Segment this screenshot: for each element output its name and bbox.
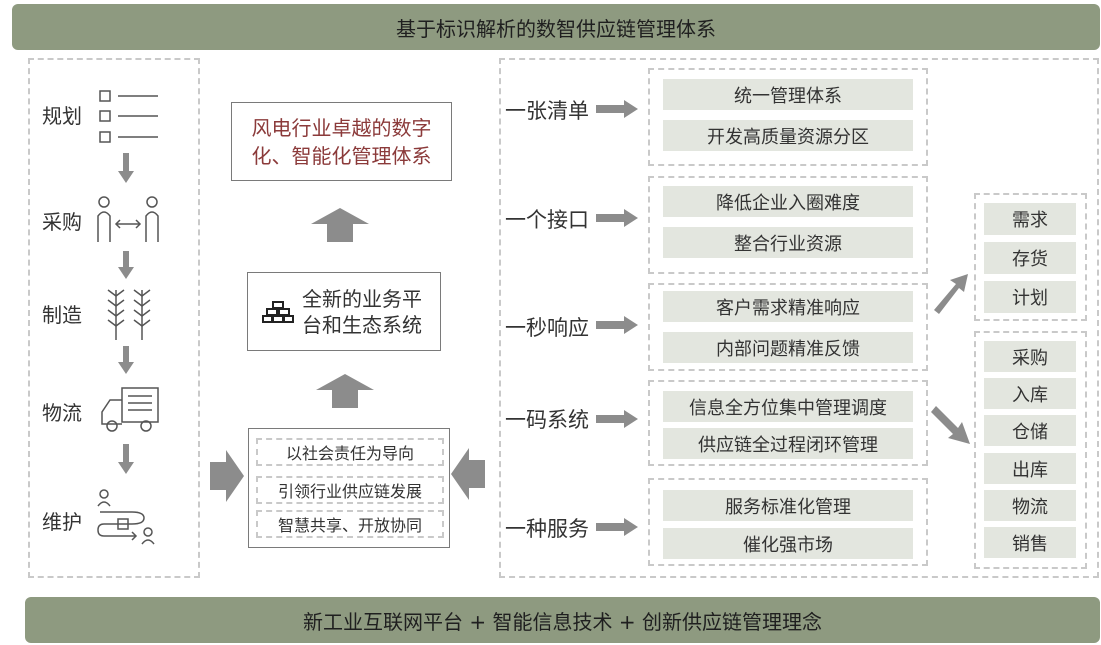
operations-item: 采购 [984, 341, 1076, 372]
goal-box: 风电行业卓越的数字化、智能化管理体系 [231, 102, 452, 181]
process-panel [28, 58, 200, 578]
operations-group [974, 331, 1087, 569]
row-group [648, 68, 928, 166]
row-group [648, 478, 928, 566]
row-item: 统一管理体系 [663, 79, 913, 110]
footer-banner: 新工业互联网平台 + 智能信息技术 + 创新供应链管理理念 [25, 597, 1100, 643]
operations-item: 物流 [984, 490, 1076, 521]
row-item: 服务标准化管理 [663, 490, 913, 521]
wheat-icon [107, 289, 151, 340]
step-label-maintenance: 维护 [42, 510, 82, 534]
principle-item: 引领行业供应链发展 [256, 476, 444, 504]
platform-text: 全新的业务平台和生态系统 [302, 286, 422, 337]
planning-item: 计划 [984, 281, 1076, 313]
workflow-icon [97, 489, 155, 545]
row-label: 一码系统 [505, 408, 589, 432]
principle-item: 以社会责任为导向 [256, 438, 444, 466]
operations-item: 出库 [984, 453, 1076, 484]
stacked-blocks-icon [262, 300, 294, 323]
header-title: 基于标识解析的数智供应链管理体系 [396, 16, 716, 41]
step-label-manufacture: 制造 [42, 303, 82, 327]
row-group [648, 380, 928, 466]
diagonal-down-arrow-icon [931, 406, 970, 444]
row-label: 一种服务 [505, 517, 589, 541]
planning-item: 存货 [984, 242, 1076, 274]
row-item: 催化强市场 [663, 528, 913, 559]
step-label-logistics: 物流 [42, 401, 82, 425]
step-label-purchase: 采购 [42, 210, 82, 234]
right-arrow-icon [596, 100, 638, 118]
people-exchange-icon [97, 196, 159, 242]
row-item: 供应链全过程闭环管理 [663, 428, 913, 459]
footer-text: 新工业互联网平台 + 智能信息技术 + 创新供应链管理理念 [303, 609, 822, 634]
left-arrow-icon [451, 448, 485, 500]
row-group [648, 176, 928, 274]
operations-item: 销售 [984, 527, 1076, 558]
row-item: 信息全方位集中管理调度 [663, 391, 913, 422]
header-banner: 基于标识解析的数智供应链管理体系 [12, 4, 1100, 50]
checklist-icon [99, 90, 158, 143]
right-arrow-icon [596, 316, 638, 334]
planning-group [974, 193, 1087, 321]
operations-item: 仓储 [984, 415, 1076, 446]
up-arrow-icon [316, 374, 374, 408]
right-arrow-icon [596, 209, 638, 227]
principles-box [248, 428, 450, 548]
row-item: 开发高质量资源分区 [663, 120, 913, 151]
right-arrow-icon [596, 410, 638, 428]
right-arrow-icon [596, 518, 638, 536]
row-item: 客户需求精准响应 [663, 291, 913, 322]
row-item: 整合行业资源 [663, 227, 913, 258]
row-label: 一秒响应 [505, 316, 589, 340]
operations-item: 入库 [984, 378, 1076, 409]
diagonal-up-arrow-icon [934, 274, 968, 314]
truck-icon [101, 387, 159, 432]
row-item: 内部问题精准反馈 [663, 332, 913, 363]
row-label: 一个接口 [505, 208, 589, 232]
capabilities-panel [499, 58, 1099, 578]
step-label-plan: 规划 [42, 104, 82, 128]
down-arrow-icon [118, 346, 134, 374]
platform-box: 全新的业务平台和生态系统 [247, 272, 441, 351]
planning-item: 需求 [984, 203, 1076, 235]
down-arrow-icon [118, 251, 134, 279]
down-arrow-icon [118, 153, 134, 183]
row-item: 降低企业入圈难度 [663, 186, 913, 217]
down-arrow-icon [118, 444, 134, 474]
up-arrow-icon [311, 208, 369, 242]
goal-text: 风电行业卓越的数字化、智能化管理体系 [251, 115, 432, 168]
right-arrow-icon [210, 450, 244, 502]
row-group [648, 283, 928, 371]
row-label: 一张清单 [505, 99, 589, 123]
principle-item: 智慧共享、开放协同 [256, 510, 444, 538]
